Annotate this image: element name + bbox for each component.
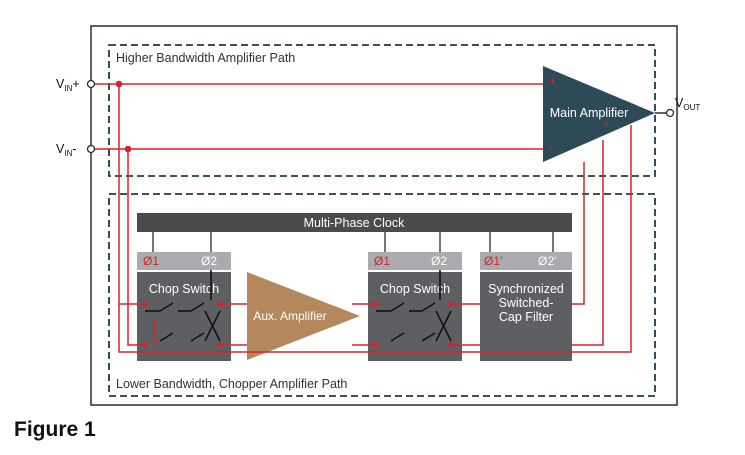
higher-path-label: Higher Bandwidth Amplifier Path bbox=[116, 51, 295, 65]
chop-switch-glyph-2 bbox=[376, 270, 452, 342]
phase-strip-1 bbox=[137, 252, 231, 270]
switched-cap-filter-block bbox=[480, 272, 572, 361]
figure-caption: Figure 1 bbox=[14, 418, 96, 441]
higher-bandwidth-path-box bbox=[108, 44, 656, 177]
phase1-label-b: Ø1 bbox=[374, 254, 390, 268]
chop-switch-label-2: Chop Switch bbox=[380, 282, 450, 296]
vout-label: VOUT bbox=[675, 96, 700, 112]
phase2-label-a: Ø2 bbox=[201, 254, 217, 268]
main-amp-aux-minus: - bbox=[579, 130, 583, 142]
chop-switch-label-1: Chop Switch bbox=[149, 282, 219, 296]
chop-switch-block-2 bbox=[368, 272, 462, 361]
vout-terminal bbox=[665, 108, 675, 118]
chop-switch-block-1 bbox=[137, 272, 231, 361]
multi-phase-clock-label: Multi-Phase Clock bbox=[304, 216, 405, 230]
phase1-label-a: Ø1 bbox=[143, 254, 159, 268]
phase-strip-2 bbox=[368, 252, 462, 270]
main-amplifier-triangle bbox=[543, 66, 655, 162]
filter-label-line3: Cap Filter bbox=[499, 310, 553, 324]
main-amp-plus: + bbox=[549, 74, 556, 88]
junction-dots bbox=[115, 80, 454, 348]
clock-lines bbox=[152, 232, 554, 252]
phase1p-label: Ø1' bbox=[484, 254, 502, 268]
multi-phase-clock-bar bbox=[137, 213, 572, 232]
main-amplifier-label: Main Amplifier bbox=[550, 106, 629, 120]
vin-minus-terminal bbox=[86, 144, 96, 154]
phase2p-label: Ø2' bbox=[538, 254, 556, 268]
filter-label-line1: Synchronized bbox=[488, 282, 564, 296]
aux-amplifier-triangle bbox=[247, 272, 360, 360]
vin-plus-terminal bbox=[86, 79, 96, 89]
aux-amplifier-label: Aux. Amplifier bbox=[253, 309, 326, 323]
main-amp-aux-plus: + bbox=[603, 118, 609, 130]
filter-label-line2: Switched- bbox=[499, 296, 554, 310]
phase-strip-3 bbox=[480, 252, 572, 270]
signal-wires bbox=[94, 83, 632, 353]
vin-plus-label: VIN+ bbox=[56, 77, 80, 93]
chop-switch-glyph-1 bbox=[145, 270, 221, 342]
phase2-label-b: Ø2 bbox=[431, 254, 447, 268]
main-amp-minus: - bbox=[549, 140, 553, 154]
outer-frame bbox=[90, 25, 678, 406]
lower-path-label: Lower Bandwidth, Chopper Amplifier Path bbox=[116, 377, 347, 391]
vin-minus-label: VIN- bbox=[56, 142, 77, 158]
